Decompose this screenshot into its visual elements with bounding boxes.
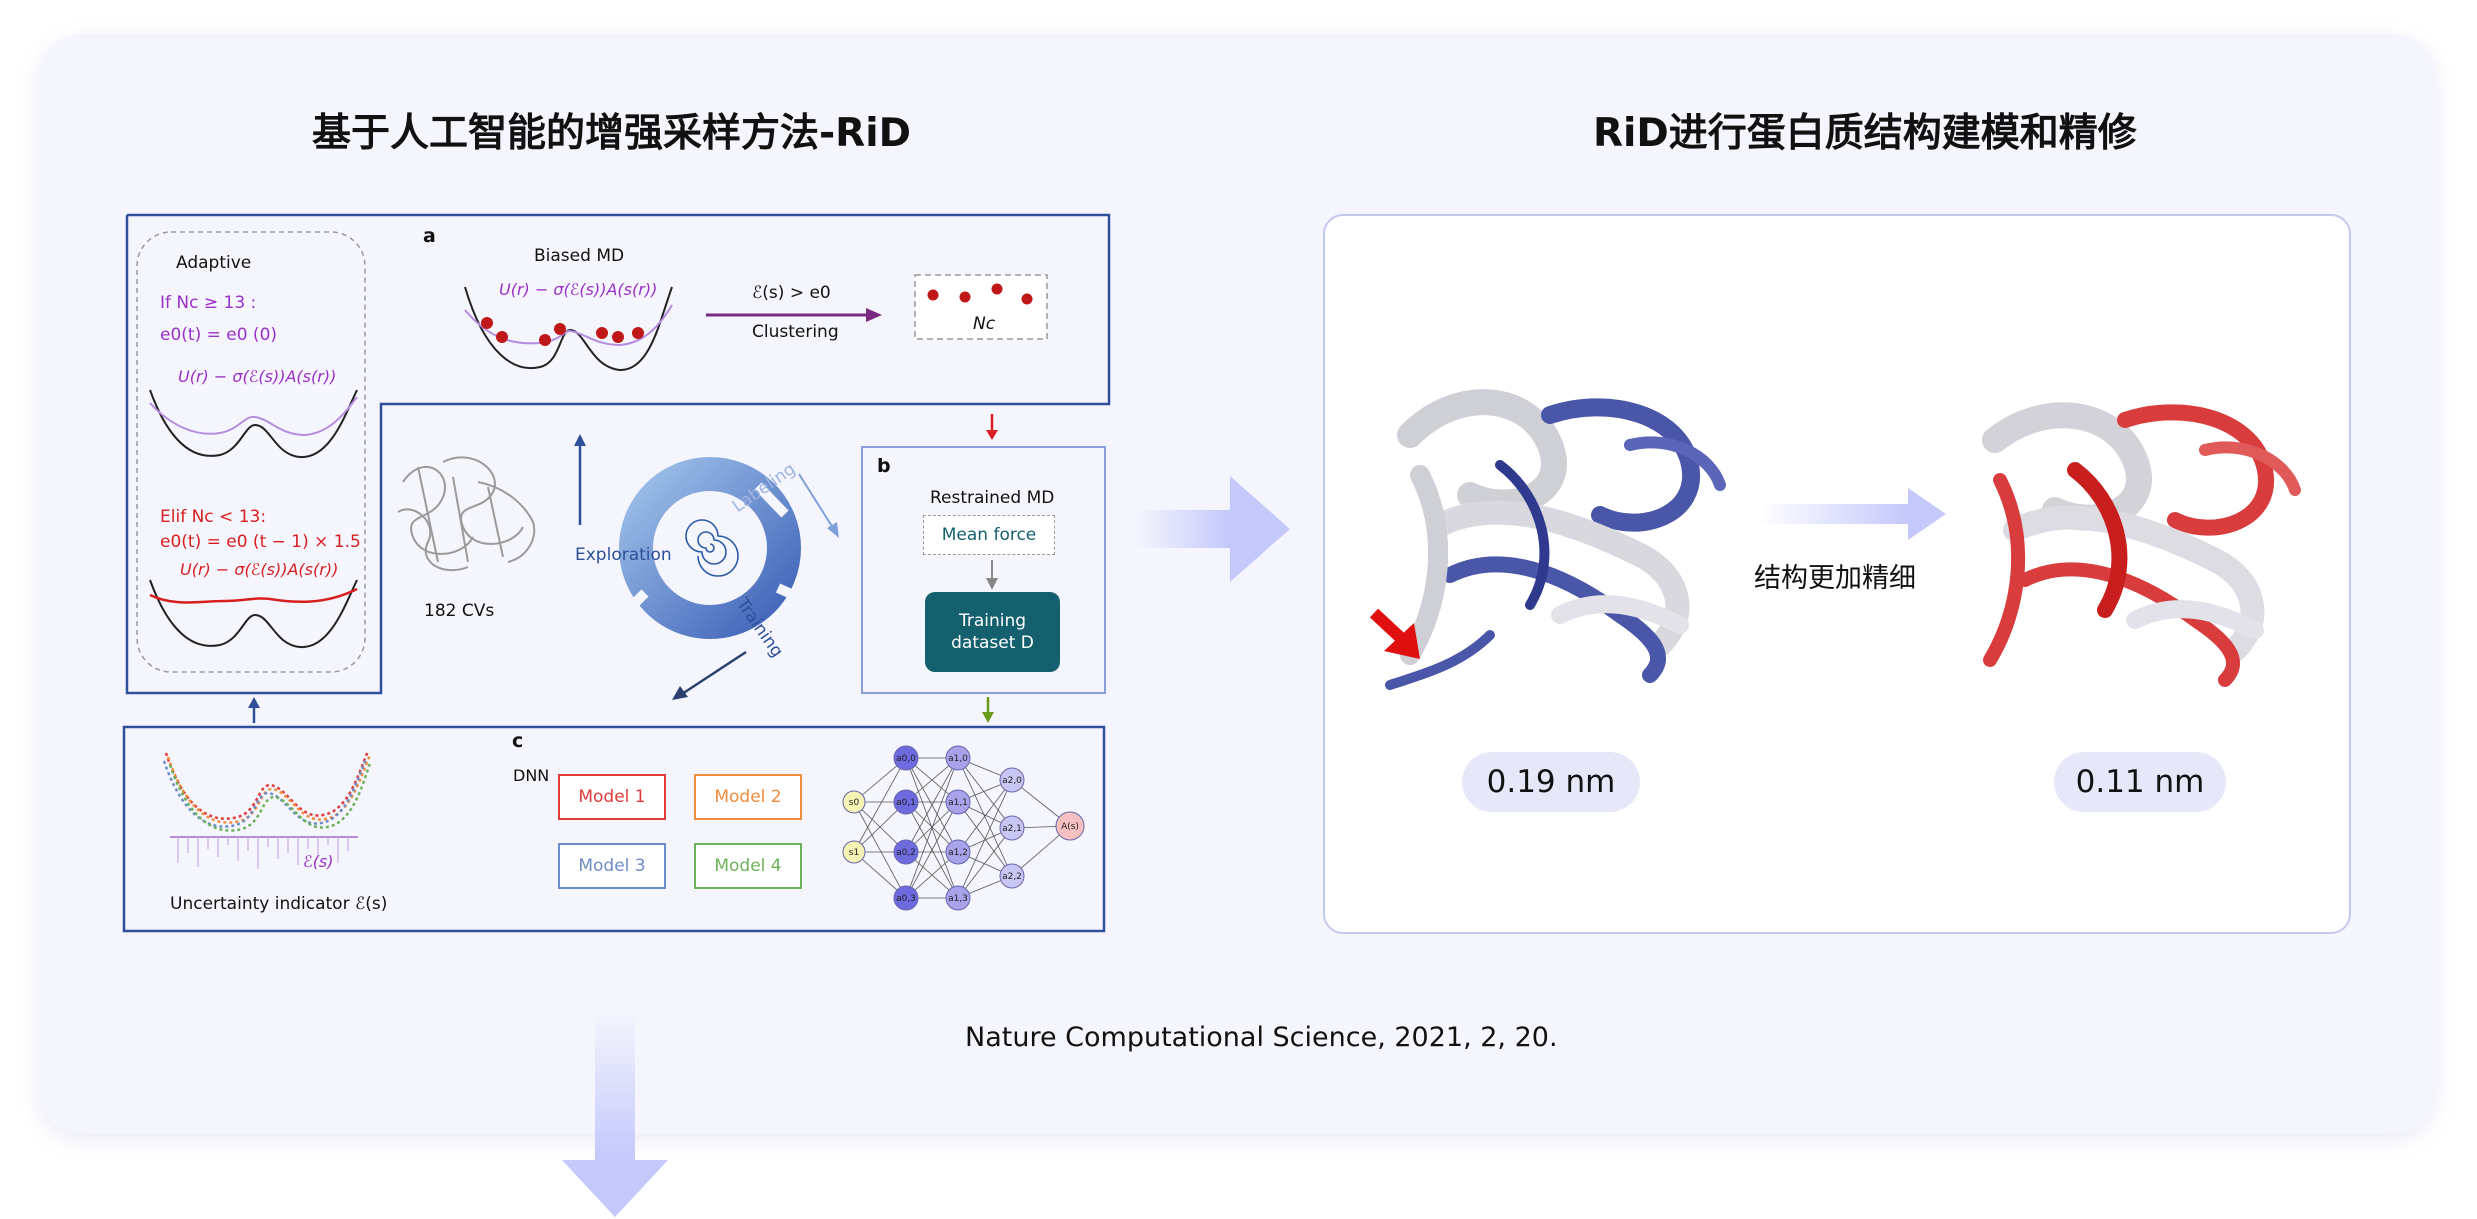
- panel-b-letter: b: [877, 455, 891, 477]
- protein-structure-before: [1385, 389, 1726, 690]
- cvs-label: 182 CVs: [424, 601, 495, 621]
- node-label: a1,3: [948, 894, 968, 904]
- arrow-to-panel-c: [982, 697, 994, 723]
- model-2-box: Model 2: [694, 774, 802, 820]
- output-node: [1055, 811, 1085, 841]
- cluster-centers-box: [914, 274, 1048, 340]
- training-cycle-ring: [619, 457, 803, 639]
- labeling-arrow: [798, 473, 839, 538]
- uncertainty-plot: [162, 750, 372, 869]
- neural-network: s0 s1 a0,0 a0,1 a0,2 a0,3 a1,0 a1,1 a1,2…: [842, 745, 1085, 911]
- uncertainty-label: Uncertainty indicator ℰ(s): [170, 894, 388, 914]
- biased-md-energy-curve: [464, 286, 673, 372]
- left-title: 基于人工智能的增强采样方法-RiD: [312, 111, 911, 156]
- biased-md-label: Biased MD: [534, 246, 625, 266]
- protein-structure-after: [1982, 402, 2301, 687]
- hidden-node: [893, 789, 919, 815]
- adaptive-cond1-line2: e0(t) = e0 (0): [160, 325, 278, 345]
- adaptive-energy-curve-2: [149, 579, 358, 649]
- big-down-arrow: [562, 1010, 668, 1217]
- restrained-md-label: Restrained MD: [930, 488, 1055, 508]
- node-label: a1,2: [948, 848, 968, 858]
- hidden-node: [999, 767, 1025, 793]
- right-title: RiD进行蛋白质结构建模和精修: [1593, 111, 2137, 156]
- input-node-s0: [842, 790, 866, 814]
- node-label: s1: [849, 848, 859, 858]
- adaptive-title: Adaptive: [176, 253, 252, 273]
- node-label: s0: [849, 798, 860, 808]
- training-dataset-box: Training dataset D: [925, 592, 1060, 672]
- node-label: a1,1: [948, 798, 968, 808]
- es-label: ℰ(s): [303, 852, 334, 871]
- adaptive-cond1-formula: U(r) − σ(ℰ(s))A(s(r)): [178, 367, 337, 386]
- adaptive-cond2-line1: Elif Nc < 13:: [160, 507, 267, 527]
- clustering-label: Clustering: [752, 322, 839, 342]
- node-label: a1,0: [948, 754, 968, 764]
- model-4-box: Model 4: [694, 843, 802, 889]
- node-label: a0,3: [896, 894, 916, 904]
- hidden-node: [893, 885, 919, 911]
- node-label: a0,1: [896, 798, 916, 808]
- mean-force-arrow: [986, 560, 998, 590]
- mean-force-label: Mean force: [941, 525, 1037, 545]
- hidden-node: [945, 789, 971, 815]
- input-node-s1: [842, 840, 866, 864]
- adaptive-cond2-formula: U(r) − σ(ℰ(s))A(s(r)): [180, 560, 339, 579]
- clustering-arrow: [706, 308, 882, 322]
- hidden-node: [893, 745, 919, 771]
- hidden-node: [945, 745, 971, 771]
- rmsd-after-badge: 0.11 nm: [2054, 752, 2226, 812]
- hidden-node: [893, 839, 919, 865]
- dataset-line2: dataset D: [951, 633, 1034, 653]
- hidden-node: [945, 839, 971, 865]
- nc-label: Nc: [973, 314, 996, 334]
- panel-c-letter: c: [512, 730, 524, 752]
- arrow-to-adaptive: [248, 697, 260, 723]
- structures-panel: [1323, 214, 2351, 934]
- node-label: a0,0: [896, 754, 916, 764]
- hidden-node: [945, 885, 971, 911]
- adaptive-cond1-line1: If Nc ≥ 13 :: [160, 293, 257, 313]
- node-label: A(s): [1061, 822, 1079, 832]
- exploration-label: Exploration: [575, 545, 672, 565]
- node-label: a2,0: [1002, 776, 1022, 786]
- node-label: a2,1: [1002, 824, 1022, 834]
- dataset-line1: Training: [958, 611, 1027, 631]
- highlight-arrow: [1369, 608, 1420, 659]
- hidden-node: [999, 863, 1025, 889]
- adaptive-energy-curve-1: [149, 389, 358, 459]
- panel-a-letter: a: [423, 225, 436, 247]
- refine-caption: 结构更加精细: [1754, 563, 1916, 594]
- clustering-condition: ℰ(s) > e0: [752, 283, 831, 303]
- hidden-node: [999, 815, 1025, 841]
- protein-cv-glyph: [397, 456, 536, 572]
- dnn-label: DNN: [513, 766, 550, 785]
- node-label: a2,2: [1002, 872, 1022, 882]
- node-label: a0,2: [896, 848, 916, 858]
- rmsd-before-badge: 0.19 nm: [1462, 752, 1640, 812]
- adaptive-cond2-line2: e0(t) = e0 (t − 1) × 1.5: [160, 532, 361, 552]
- refine-arrow: [1758, 488, 1946, 540]
- exploration-up-arrow: [574, 434, 586, 525]
- model-1-box: Model 1: [558, 774, 666, 820]
- model-3-box: Model 3: [558, 843, 666, 889]
- citation: Nature Computational Science, 2021, 2, 2…: [965, 1022, 1558, 1053]
- biased-md-formula: U(r) − σ(ℰ(s))A(s(r)): [499, 280, 658, 299]
- mean-force-box: Mean force: [923, 515, 1055, 555]
- arrow-to-panel-b: [986, 414, 998, 440]
- training-arrow: [672, 650, 747, 700]
- big-right-arrow: [1135, 476, 1290, 582]
